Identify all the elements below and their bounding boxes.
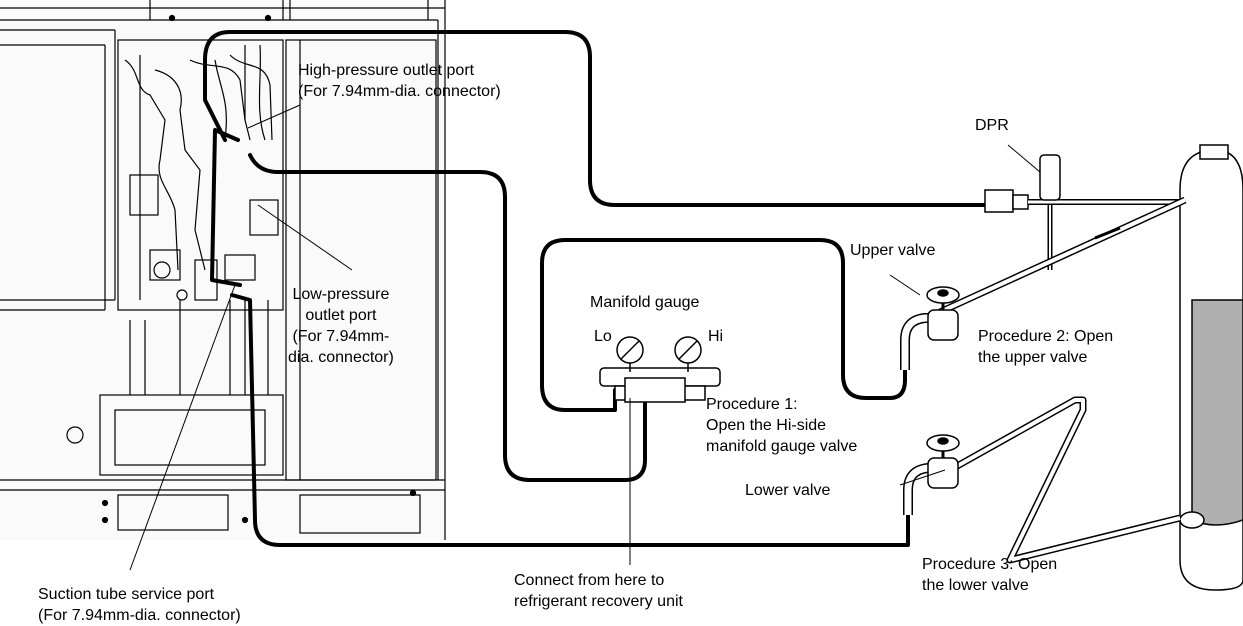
lo-label: Lo [594, 328, 612, 345]
dpr-label: DPR [975, 117, 1009, 134]
procedure-1-label: Procedure 1: Open the Hi-side manifold g… [706, 396, 858, 455]
lower-valve-label: Lower valve [745, 482, 831, 499]
procedure-2-label: Procedure 2: Open the upper valve [978, 328, 1114, 366]
procedure-3-label: Procedure 3: Open the lower valve [922, 556, 1058, 594]
leader-lines [129, 104, 1041, 571]
suction-hose [230, 293, 910, 547]
outdoor-unit [0, 0, 446, 540]
manifold-gauge-label: Manifold gauge [590, 294, 700, 311]
connect-recovery-unit-label: Connect from here to refrigerant recover… [514, 572, 683, 610]
lower-valve [903, 434, 960, 515]
upper-valve-label: Upper valve [850, 242, 936, 259]
low-pressure-hose [248, 153, 647, 482]
high-pressure-port-label: High-pressure outlet port (For 7.94mm-di… [298, 62, 501, 100]
upper-valve-hose [540, 238, 907, 412]
upper-pipe [938, 196, 1187, 316]
suction-port-label: Suction tube service port (For 7.94mm-di… [38, 586, 241, 624]
hi-label: Hi [708, 328, 724, 345]
hoses [203, 30, 987, 547]
lower-pipe [948, 396, 1181, 564]
low-pressure-port-label: Low-pressure outlet port (For 7.94mm- di… [288, 286, 394, 366]
refrigerant-cylinder [1179, 144, 1243, 591]
high-pressure-hose [203, 30, 987, 207]
inner-hose-loop [210, 128, 242, 287]
manifold-gauge [599, 336, 721, 403]
upper-valve [900, 286, 960, 370]
